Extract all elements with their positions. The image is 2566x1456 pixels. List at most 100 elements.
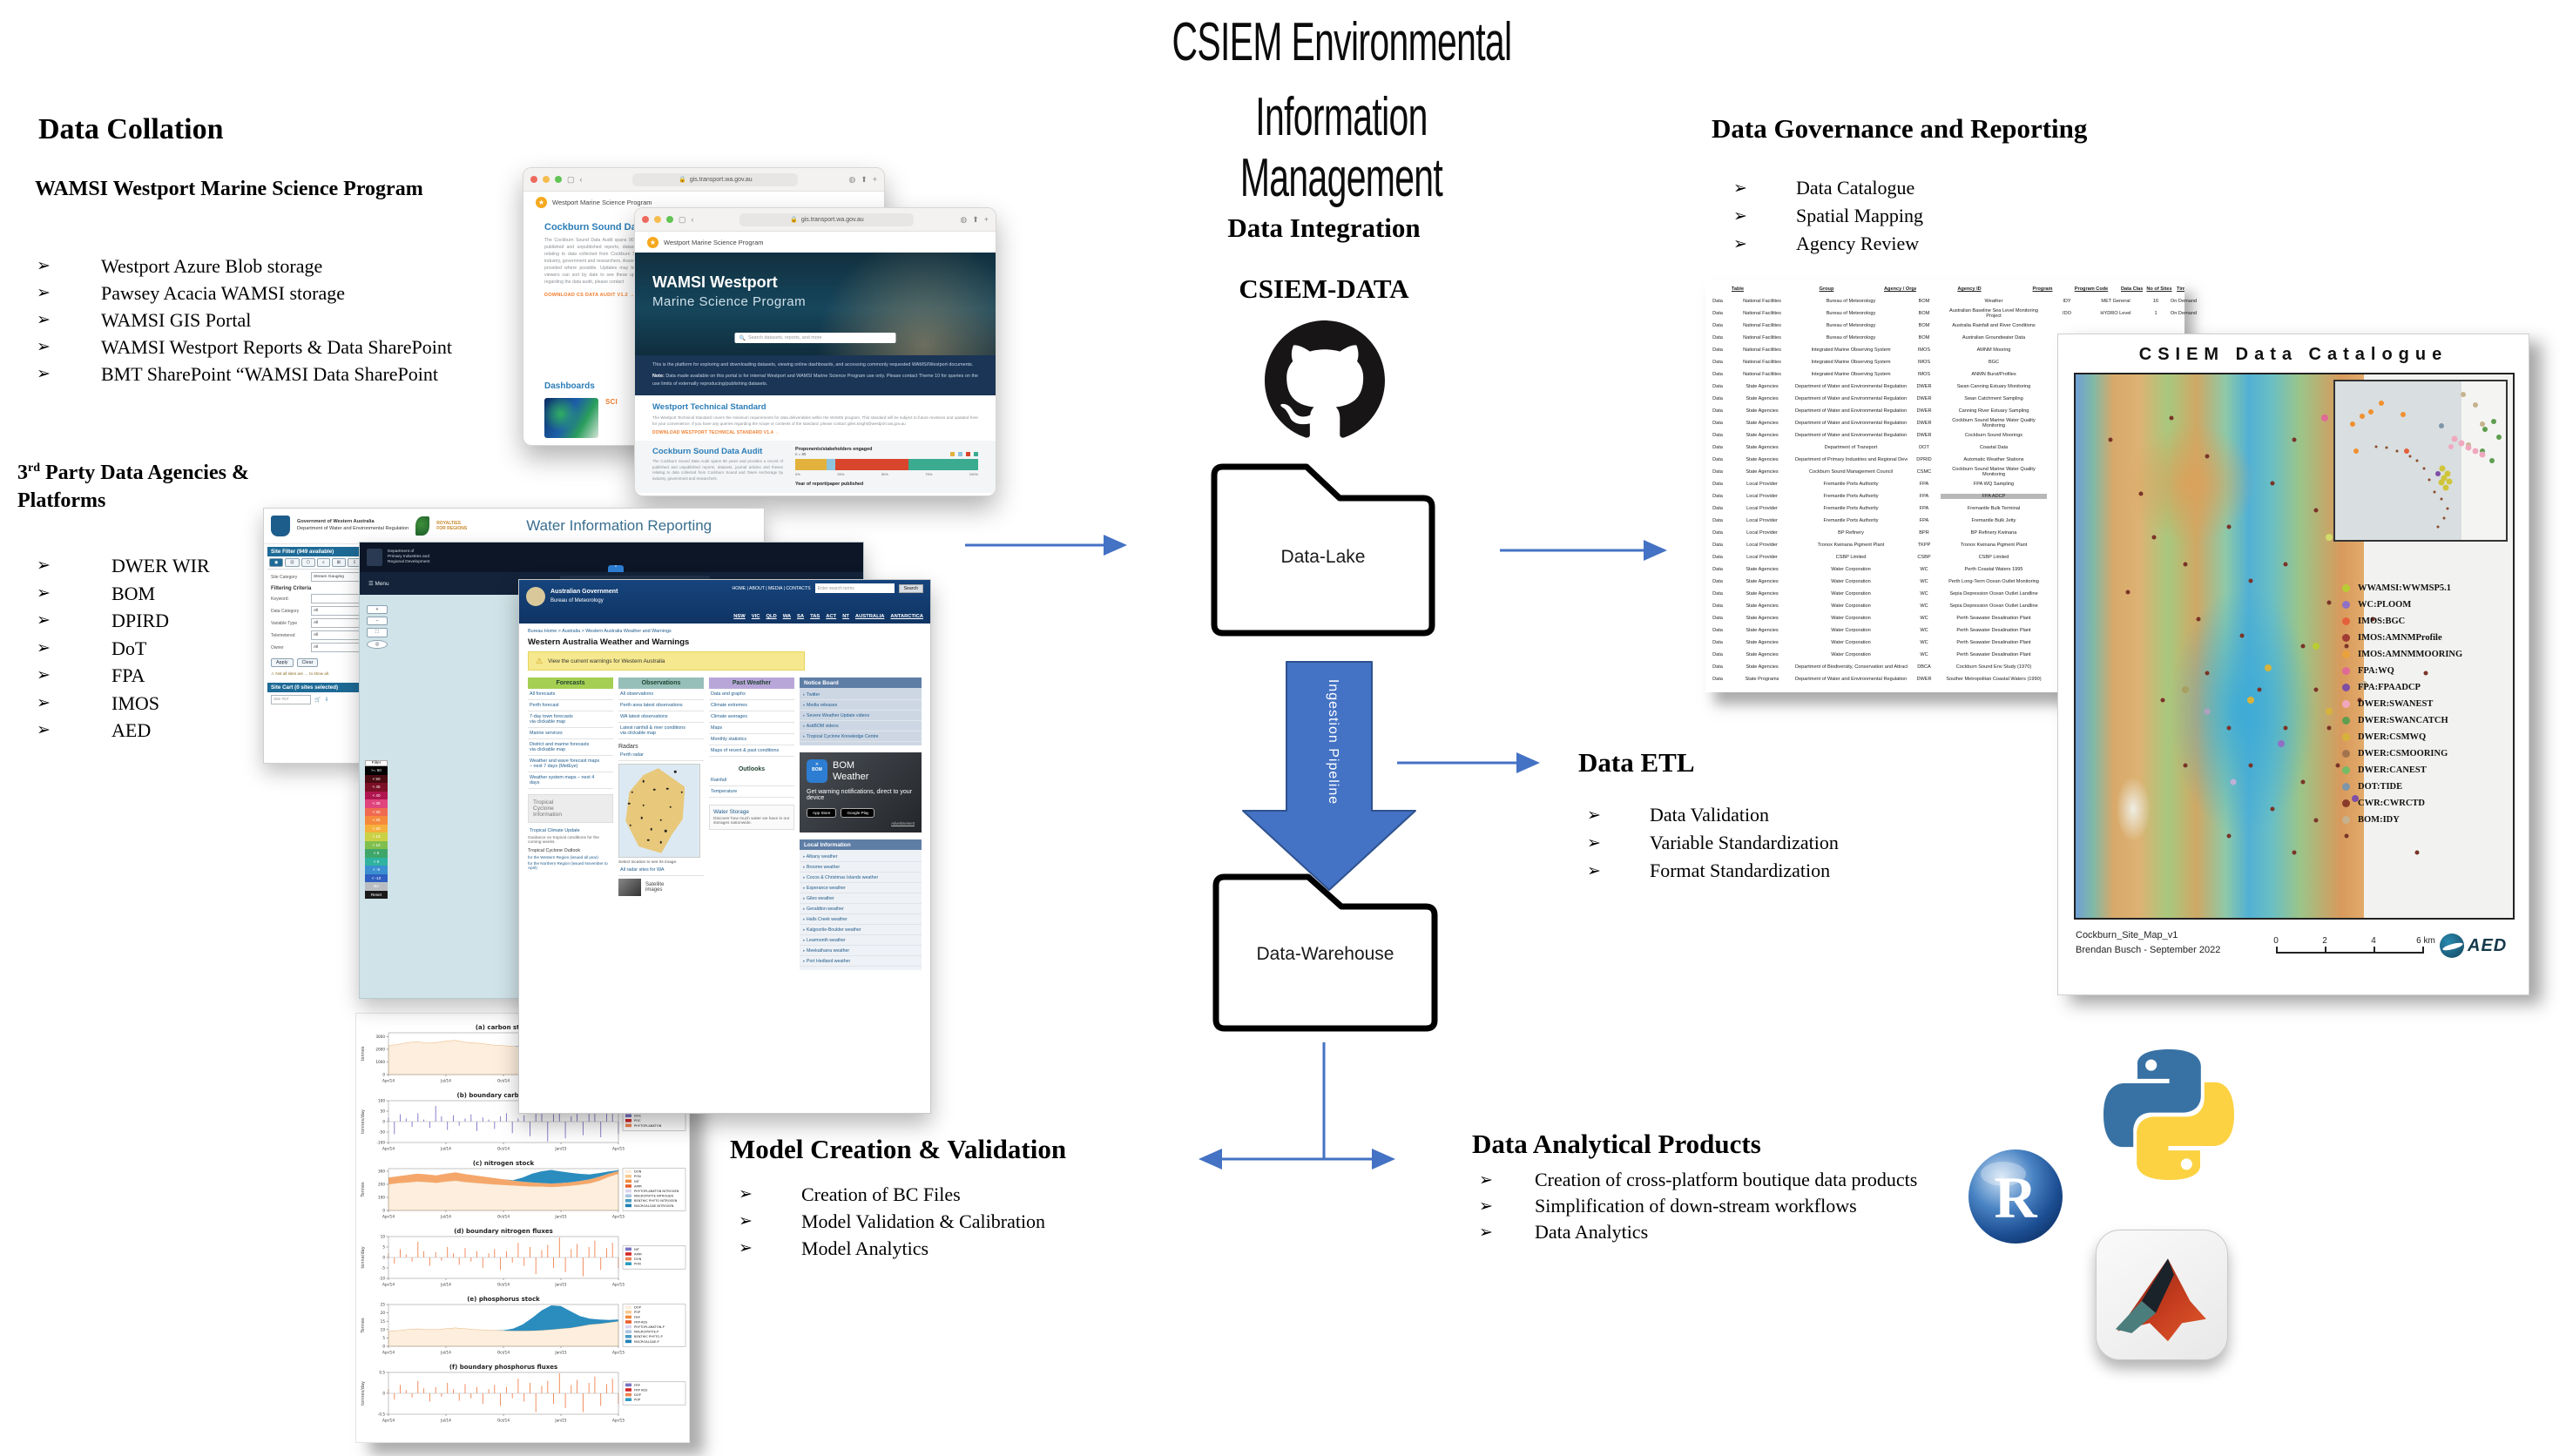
scale-chip[interactable]: < 0 — [365, 857, 388, 866]
search-input[interactable]: 🔍 Search datasets, reports, and more — [734, 333, 896, 343]
bom-link[interactable]: Weather and wave forecast maps – next 7 … — [528, 756, 613, 772]
nav-link[interactable]: AUSTRALIA — [854, 614, 885, 619]
scale-chip[interactable]: < 5 — [365, 849, 388, 858]
scale-chip[interactable]: < 50 — [365, 774, 388, 783]
bom-link[interactable]: District and marine forecasts via clicka… — [528, 739, 613, 756]
bom-link[interactable]: WA latest observations — [618, 711, 704, 723]
scale-chip[interactable]: < 45 — [365, 783, 388, 792]
bom-link[interactable]: Monthly statistics — [709, 734, 794, 745]
nav-link[interactable]: TAS — [810, 614, 820, 619]
scale-chip[interactable]: < 40 — [365, 791, 388, 799]
download-icon[interactable]: ⇩ — [324, 698, 329, 703]
locate-button[interactable]: ◎ — [367, 640, 388, 649]
pin-icon[interactable]: ◉ — [269, 558, 284, 567]
bom-link[interactable]: Climate averages — [709, 711, 794, 723]
bom-link[interactable]: Climate extremes — [709, 700, 794, 711]
scale-chip[interactable]: < -10 — [365, 873, 388, 882]
close-button[interactable] — [642, 216, 649, 223]
collapse-chip[interactable]: ^ — [608, 565, 624, 572]
menu-button[interactable]: ☰ Menu — [368, 581, 389, 587]
bom-top-links[interactable]: HOME | ABOUT | MEDIA | CONTACTS — [732, 585, 811, 591]
download-link[interactable]: DOWNLOAD WESTPORT TECHNICAL STANDARD V1.… — [652, 429, 780, 435]
select-rect-icon[interactable]: ⊡ — [285, 558, 300, 567]
nav-link[interactable]: ANTARCTICA — [890, 614, 923, 619]
url-bar[interactable]: 🔒 gis.transport.wa.gov.au — [632, 172, 799, 186]
layers-icon[interactable]: ⊞ — [331, 558, 346, 567]
select-poly-icon[interactable]: ⬠ — [300, 558, 315, 567]
new-tab-icon[interactable]: + — [983, 215, 989, 224]
bom-link[interactable]: for the Northern Region (issued November… — [528, 861, 608, 870]
scale-chip[interactable]: Reset — [365, 890, 388, 899]
scale-chip[interactable]: < 20 — [365, 824, 388, 832]
bom-link[interactable]: Rainfall — [709, 775, 794, 786]
local-info-link[interactable]: Albany weather — [800, 852, 922, 862]
zoom-out-button[interactable]: − — [367, 617, 388, 625]
local-info-link[interactable]: Giles weather — [800, 893, 922, 904]
nav-link[interactable]: WA — [782, 614, 792, 619]
wa-radar-map[interactable] — [618, 764, 700, 858]
bom-link[interactable]: Perth forecast — [528, 700, 613, 711]
local-info-link[interactable]: Geraldton weather — [800, 904, 922, 914]
bom-search-input[interactable]: Enter search terms — [814, 583, 895, 593]
nav-link[interactable]: NSW — [733, 614, 746, 619]
shield-icon[interactable]: ◍ — [848, 174, 856, 184]
filter-select[interactable]: All — [311, 643, 361, 652]
minimize-button[interactable] — [543, 176, 550, 183]
local-info-link[interactable]: Esperance weather — [800, 883, 922, 893]
bom-link[interactable]: Weather system maps – next 4 days — [528, 772, 613, 789]
maximize-button[interactable] — [555, 176, 562, 183]
bom-link[interactable]: All forecasts — [528, 689, 613, 700]
maximize-button[interactable] — [666, 216, 673, 223]
nav-link[interactable]: QLD — [766, 614, 777, 619]
back-icon[interactable]: ‹ — [691, 215, 694, 224]
satellite-thumbnail[interactable] — [618, 879, 641, 896]
warning-banner[interactable]: ⚠ View the current warnings for Western … — [528, 651, 805, 671]
minimize-button[interactable] — [654, 216, 661, 223]
bom-link[interactable]: Maps — [709, 723, 794, 734]
download-link[interactable]: DOWNLOAD CS DATA AUDIT V1.2 → — [544, 293, 635, 299]
filter-select[interactable] — [311, 594, 361, 603]
site-category-select[interactable]: Stream Gauging — [311, 572, 361, 582]
nav-link[interactable]: VIC — [751, 614, 760, 619]
nav-link[interactable]: SA — [797, 614, 805, 619]
notice-link[interactable]: Tropical Cyclone Knowledge Centre — [800, 731, 922, 742]
url-bar[interactable]: 🔒 gis.transport.wa.gov.au — [739, 212, 915, 226]
scale-chip[interactable]: < 25 — [365, 816, 388, 825]
shield-icon[interactable]: ◍ — [960, 214, 968, 224]
bom-link[interactable]: Data and graphs — [709, 689, 794, 700]
close-button[interactable] — [530, 176, 537, 183]
scale-chip[interactable]: < 15 — [365, 832, 388, 841]
dashboard-label[interactable]: SCI — [605, 398, 618, 407]
scale-chip[interactable]: < 10 — [365, 840, 388, 849]
store-badge[interactable]: App Store — [807, 808, 837, 818]
bom-link[interactable]: for the Western Region (issued all year) — [528, 855, 598, 859]
filter-select[interactable]: All — [311, 618, 361, 628]
filter-select[interactable]: All — [311, 630, 361, 640]
site-ref-input[interactable]: Site Ref — [271, 695, 311, 704]
nav-link[interactable]: ACT — [826, 614, 837, 619]
sidebar-icon[interactable]: ▢ — [567, 174, 575, 184]
scale-chip[interactable]: < -5 — [365, 866, 388, 874]
scale-chip[interactable]: NA — [365, 882, 388, 891]
bom-link[interactable]: Latest rainfall & river conditions via c… — [618, 723, 704, 739]
scale-chip[interactable]: < 30 — [365, 807, 388, 816]
notice-link[interactable]: Media releases — [800, 700, 922, 711]
new-tab-icon[interactable]: + — [872, 175, 877, 184]
bom-link[interactable]: Maps of recent & past conditions — [709, 745, 794, 757]
bom-link[interactable]: All observations — [618, 689, 704, 700]
dashboard-thumbnail[interactable] — [544, 398, 598, 439]
local-info-link[interactable]: Learmonth weather — [800, 935, 922, 946]
notice-link[interactable]: AskBOM videos — [800, 721, 922, 731]
bom-link[interactable]: Temperature — [709, 786, 794, 798]
local-info-link[interactable]: Meekatharra weather — [800, 946, 922, 956]
fullscreen-button[interactable]: ⛶ — [367, 628, 388, 637]
store-badge[interactable]: Google Play — [841, 808, 875, 818]
nav-link[interactable]: NT — [842, 614, 849, 619]
local-info-link[interactable]: Broome weather — [800, 862, 922, 873]
filter-select[interactable]: All — [311, 606, 361, 616]
notice-link[interactable]: Twitter — [800, 690, 922, 700]
bom-link[interactable]: 7-day town forecasts via clickable map — [528, 711, 613, 728]
local-info-link[interactable]: Port Hedland weather — [800, 956, 922, 967]
bom-link[interactable]: Perth area latest observations — [618, 700, 704, 711]
zoom-icon[interactable]: ⌕ — [316, 558, 330, 567]
